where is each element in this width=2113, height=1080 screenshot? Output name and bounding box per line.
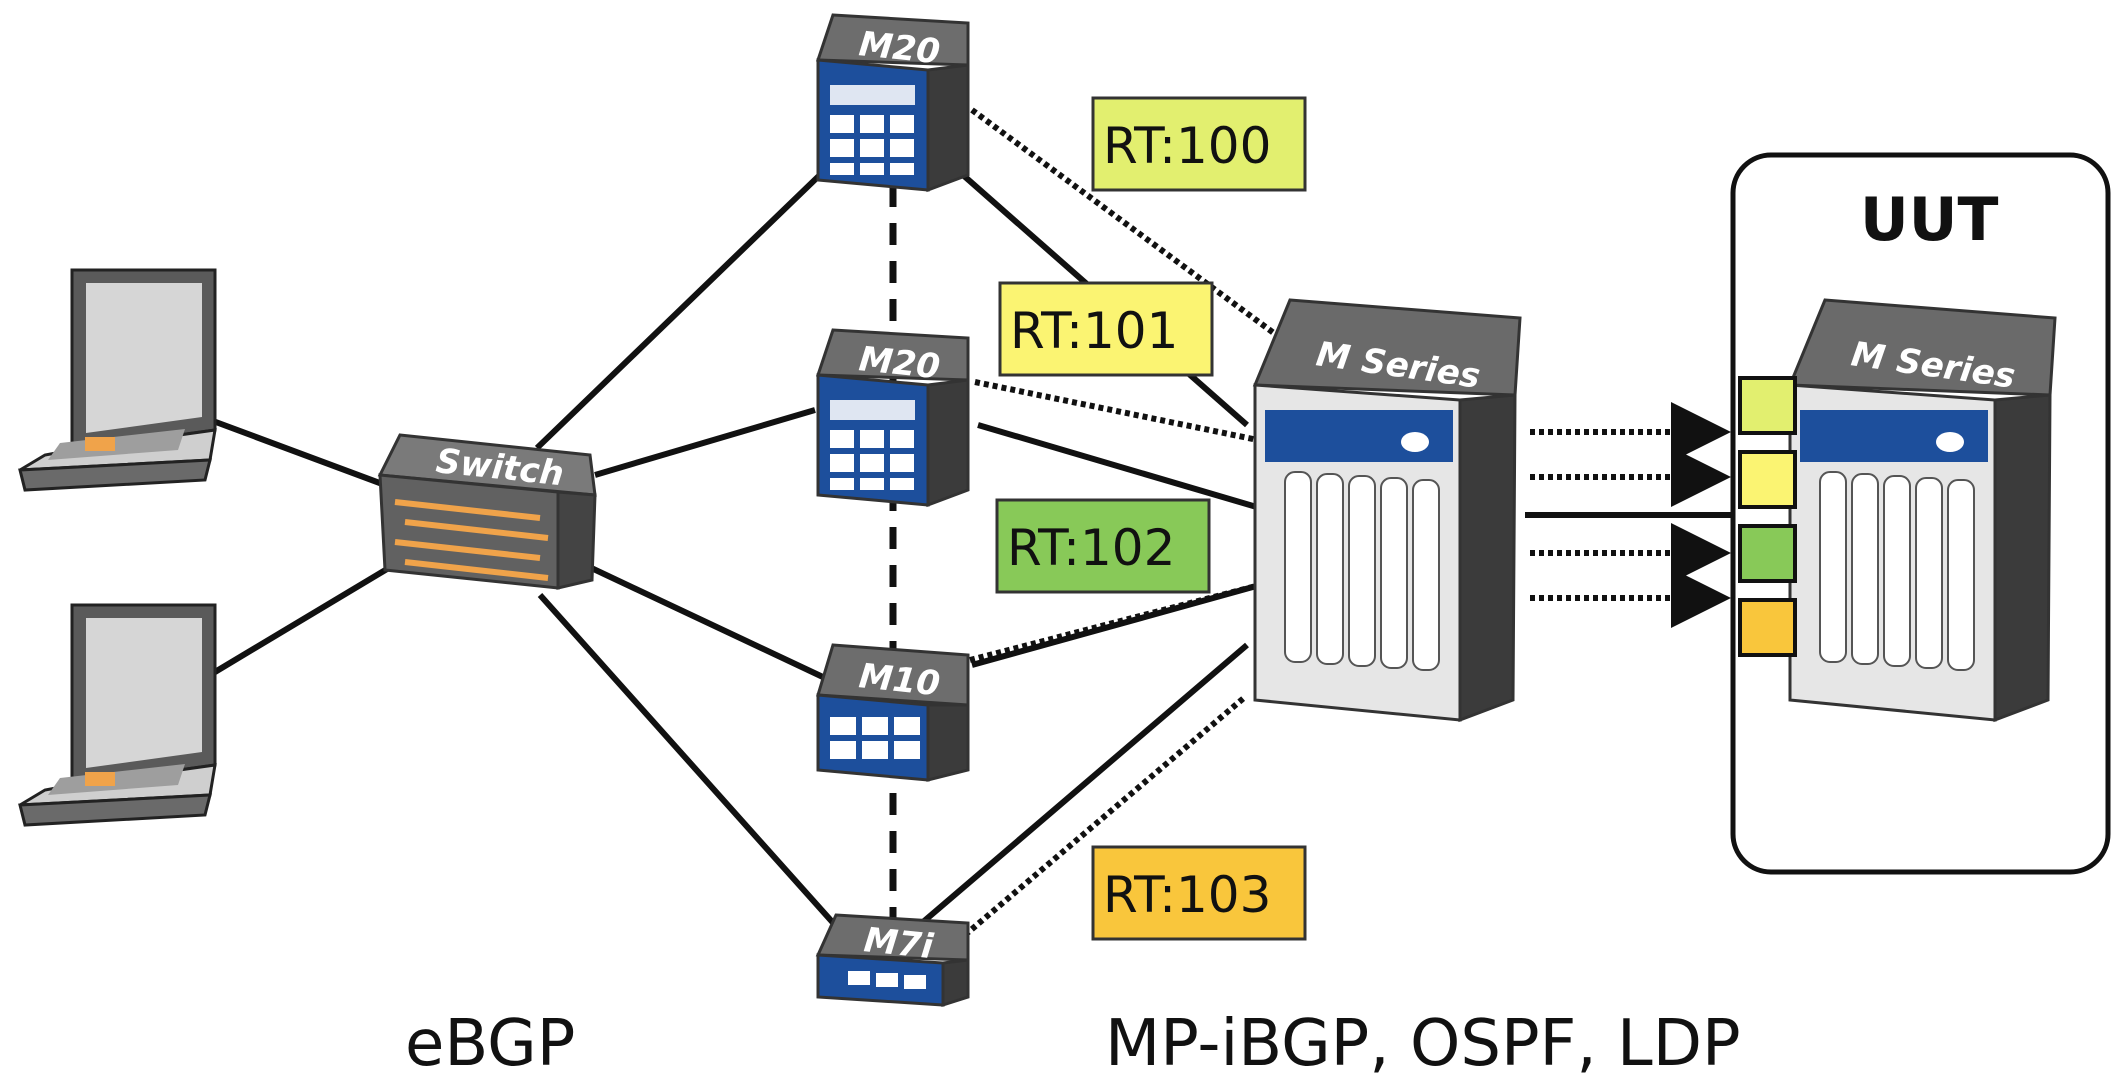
rt-label-100: RT:100 — [1091, 96, 1307, 192]
router-slots — [830, 115, 914, 175]
rt-paths — [963, 107, 1731, 938]
chassis-slots — [1819, 471, 1975, 671]
link-laptop2-switch — [213, 557, 404, 675]
link-pe2-core — [977, 422, 1261, 511]
router-side — [926, 378, 970, 508]
svg-text:RT:101: RT:101 — [1010, 302, 1178, 360]
laptop-2 — [18, 603, 217, 827]
core-router: M Series — [1252, 298, 1522, 723]
protocol-label-right: MP-iBGP, OSPF, LDP — [1105, 1007, 1741, 1080]
pe-router-3: M10 — [816, 643, 970, 782]
chassis-slots — [1284, 471, 1440, 671]
uut-box: UUT M Series — [1730, 152, 2111, 875]
link-pe3-core — [971, 582, 1261, 668]
router-slots — [830, 717, 920, 759]
svg-text:RT:100: RT:100 — [1103, 117, 1271, 175]
rt-label-101: RT:101 — [998, 281, 1214, 377]
link-switch-pe4 — [537, 593, 838, 927]
uut-router: M Series — [1787, 298, 2057, 723]
uut-title: UUT — [1860, 185, 1998, 255]
link-switch-pe1 — [534, 167, 828, 451]
rt-label-102: RT:102 — [995, 498, 1211, 594]
rt100-path — [970, 107, 1292, 348]
link-switch-pe3 — [583, 562, 827, 681]
rt103-path — [963, 694, 1247, 938]
pe1-label: M20 — [857, 24, 942, 72]
laptop-icon — [18, 603, 217, 827]
router-front — [816, 693, 930, 782]
vrf-square-rt103 — [1738, 598, 1797, 657]
laptop-icon — [18, 268, 217, 492]
switch-arrows-icon — [394, 499, 549, 581]
links — [203, 165, 1790, 927]
link-laptop1-switch — [203, 415, 387, 488]
link-pe4-core — [921, 642, 1249, 925]
router-side — [926, 703, 970, 782]
pe-router-4: M7i — [815, 913, 970, 1008]
laptop-1 — [18, 268, 217, 492]
rt101-path — [974, 379, 1259, 443]
pe-router-2: M20 — [815, 328, 970, 508]
pe3-label: M10 — [857, 656, 942, 704]
vrf-square-rt100 — [1738, 376, 1797, 435]
router-slots — [848, 971, 926, 989]
switch-side — [556, 490, 597, 590]
link-switch-pe2 — [594, 407, 816, 478]
vrf-square-rt101 — [1738, 450, 1797, 509]
protocol-label-left: eBGP — [405, 1007, 575, 1080]
switch: Switch — [377, 433, 597, 590]
pe4-label: M7i — [862, 920, 936, 967]
chassis-side — [1993, 393, 2052, 723]
rt-label-103: RT:103 — [1091, 845, 1307, 941]
vrf-square-rt102 — [1738, 524, 1797, 583]
router-side — [941, 958, 970, 1008]
chassis-side — [1458, 393, 1517, 723]
svg-text:RT:103: RT:103 — [1103, 866, 1271, 924]
pe2-label: M20 — [857, 339, 942, 387]
router-side — [926, 63, 970, 193]
pe-router-1: M20 — [815, 13, 970, 193]
rt102-path — [969, 582, 1261, 663]
router-slots — [830, 430, 914, 490]
svg-text:RT:102: RT:102 — [1007, 519, 1175, 577]
